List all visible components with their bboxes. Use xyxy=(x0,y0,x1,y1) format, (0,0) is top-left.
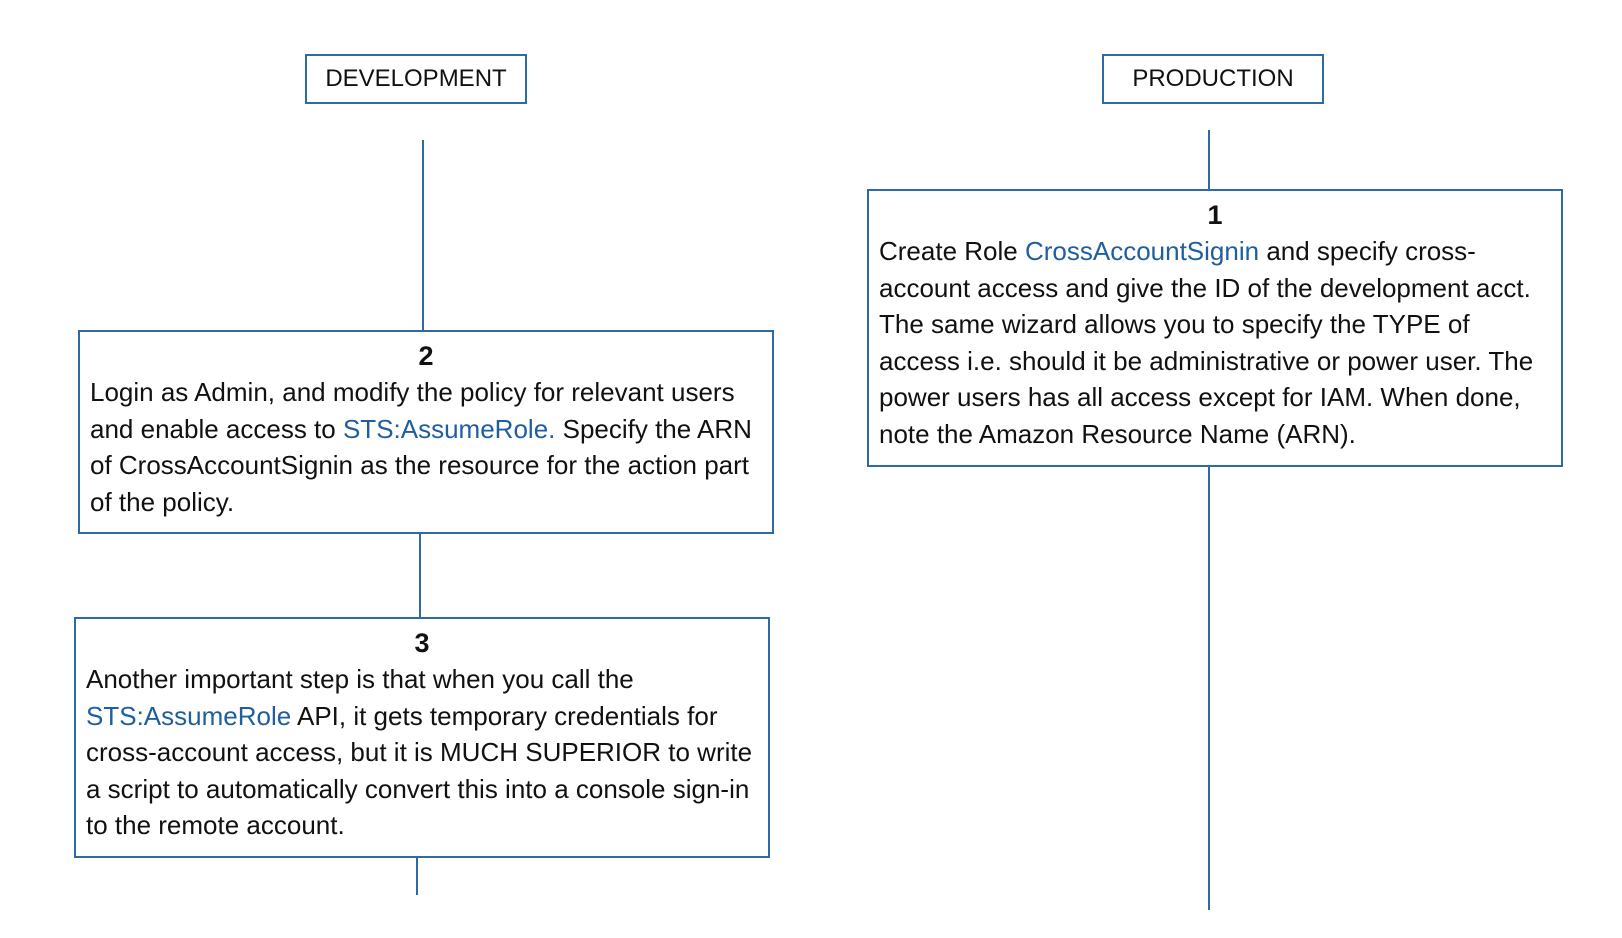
development-lifeline-bottom xyxy=(416,857,418,895)
step-2-number: 2 xyxy=(418,341,434,371)
step-1-number: 1 xyxy=(1207,200,1223,230)
step-2-box: 2 Login as Admin, and modify the policy … xyxy=(78,330,774,534)
production-lifeline-bottom xyxy=(1208,466,1210,910)
step-3-text: Another important step is that when you … xyxy=(86,661,758,844)
step-3-number: 3 xyxy=(414,628,430,658)
step-2-text-part-a: Login as Admin, and modify the policy fo… xyxy=(90,377,735,444)
step-1-text-part-b: and specify cross-account access and giv… xyxy=(879,236,1534,449)
development-header: DEVELOPMENT xyxy=(305,54,527,104)
step-2-text-part-b: Specify the ARN of CrossAccountSignin as… xyxy=(90,413,752,517)
development-lifeline-middle xyxy=(419,533,421,619)
step-1-box: 1 Create Role CrossAccountSignin and spe… xyxy=(867,189,1563,467)
production-header: PRODUCTION xyxy=(1102,54,1324,104)
step-1-text-part-a: Create Role xyxy=(879,236,1025,266)
step-2-action-name: STS:AssumeRole. xyxy=(342,413,556,444)
step-3-action-name: STS:AssumeRole xyxy=(86,700,292,731)
production-lifeline-top xyxy=(1208,130,1210,190)
step-1-text: Create Role CrossAccountSignin and speci… xyxy=(879,233,1551,452)
step-3-text-part-b: API, it gets temporary credentials for c… xyxy=(86,700,753,841)
development-lifeline-top xyxy=(422,140,424,331)
step-1-role-name: CrossAccountSignin xyxy=(1024,236,1260,266)
step-3-text-part-a: Another important step is that when you … xyxy=(86,664,634,694)
step-3-box: 3 Another important step is that when yo… xyxy=(74,617,770,858)
step-2-text: Login as Admin, and modify the policy fo… xyxy=(90,374,762,520)
